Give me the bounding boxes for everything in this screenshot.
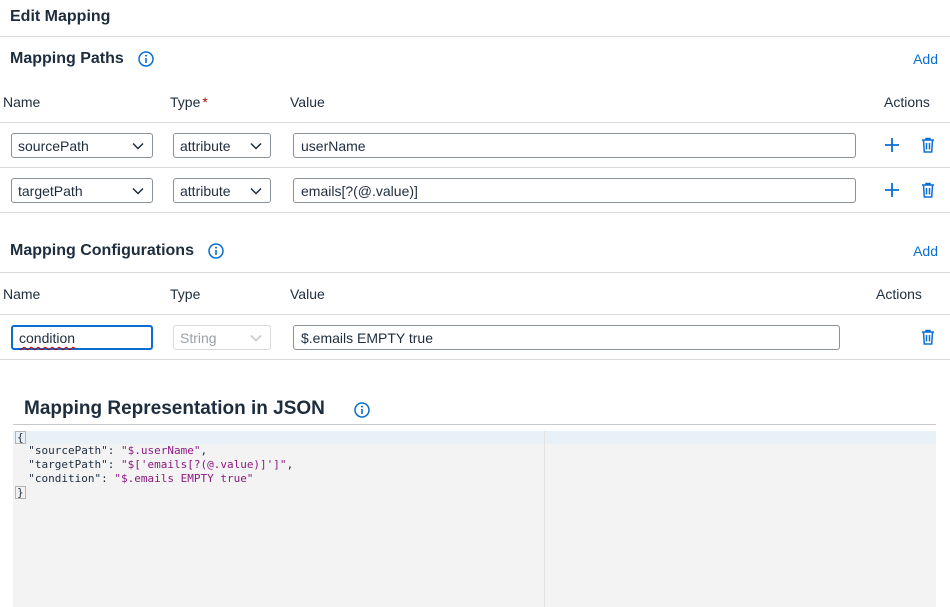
config-type-select: String — [173, 325, 271, 350]
json-value: "$['emails[?(@.value)]']" — [120, 458, 287, 471]
config-name-input[interactable]: condition — [11, 325, 153, 350]
dialog-header: Edit Mapping — [0, 0, 950, 37]
config-type-value: String — [180, 330, 217, 346]
json-value: "$.emails EMPTY true" — [114, 472, 254, 485]
trash-icon[interactable] — [919, 328, 937, 346]
config-value-input[interactable]: $.emails EMPTY true — [293, 325, 840, 350]
divider — [0, 272, 950, 273]
path-type-value: attribute — [180, 183, 231, 199]
col-header-value: Value — [290, 286, 325, 302]
print-margin — [544, 431, 545, 607]
json-sep: : — [101, 472, 115, 485]
chevron-down-icon — [250, 142, 262, 150]
json-sep: : — [107, 458, 121, 471]
trash-icon[interactable] — [919, 181, 937, 199]
json-key: "sourcePath" — [28, 444, 108, 457]
path-type-value: attribute — [180, 138, 231, 154]
path-name-select[interactable]: sourcePath — [11, 133, 153, 158]
trash-icon[interactable] — [919, 136, 937, 154]
divider — [0, 167, 950, 168]
json-sep: : — [107, 444, 121, 457]
config-value-text: $.emails EMPTY true — [301, 330, 434, 346]
json-key: "targetPath" — [28, 458, 108, 471]
code-line: { — [15, 431, 26, 445]
path-value-input[interactable]: emails[?(@.value)] — [293, 178, 856, 203]
path-name-select[interactable]: targetPath — [11, 178, 153, 203]
plus-icon[interactable] — [883, 136, 901, 154]
active-line-highlight — [13, 431, 936, 444]
col-header-actions: Actions — [884, 94, 930, 110]
info-icon[interactable] — [208, 243, 224, 259]
col-header-name: Name — [3, 94, 41, 110]
chevron-down-icon — [250, 334, 262, 342]
chevron-down-icon — [132, 142, 144, 150]
json-comma: , — [286, 458, 294, 471]
json-key: "condition" — [28, 472, 102, 485]
json-section-title: Mapping Representation in JSON — [24, 398, 325, 419]
required-marker: * — [202, 94, 208, 110]
mapping-configurations-title: Mapping Configurations — [10, 242, 194, 259]
open-brace: { — [15, 431, 26, 444]
path-name-value: sourcePath — [18, 138, 89, 154]
page-title: Edit Mapping — [10, 8, 111, 25]
path-name-value: targetPath — [18, 183, 83, 199]
col-header-type: Type* — [170, 94, 208, 110]
mapping-paths-add-button[interactable]: Add — [913, 51, 938, 67]
path-value-input[interactable]: userName — [293, 133, 856, 158]
json-value: "$.userName" — [120, 444, 201, 457]
col-header-name: Name — [3, 286, 41, 302]
path-type-select[interactable]: attribute — [173, 178, 271, 203]
mapping-paths-title: Mapping Paths — [10, 50, 124, 67]
col-header-type-label: Type — [170, 94, 201, 110]
json-code-editor[interactable]: { "sourcePath": "$.userName", "targetPat… — [13, 431, 936, 607]
plus-icon[interactable] — [883, 181, 901, 199]
divider — [13, 424, 936, 425]
divider — [0, 212, 950, 213]
path-value-text: emails[?(@.value)] — [301, 183, 418, 199]
info-icon[interactable] — [138, 51, 154, 67]
info-icon[interactable] — [354, 402, 370, 418]
divider — [0, 359, 950, 360]
code-line: "condition": "$.emails EMPTY true" — [15, 472, 253, 486]
code-line: "targetPath": "$['emails[?(@.value)]']", — [15, 458, 293, 472]
path-value-text: userName — [301, 138, 366, 154]
path-type-select[interactable]: attribute — [173, 133, 271, 158]
col-header-actions: Actions — [876, 286, 922, 302]
divider — [0, 314, 950, 315]
code-line: } — [15, 486, 26, 500]
mapping-paths-header: Mapping Paths Add — [0, 42, 950, 78]
mapping-configurations-header: Mapping Configurations Add — [0, 234, 950, 270]
col-header-value: Value — [290, 94, 325, 110]
divider — [0, 122, 950, 123]
chevron-down-icon — [132, 187, 144, 195]
config-name-text: condition — [19, 330, 76, 346]
close-brace: } — [15, 486, 26, 499]
mapping-configurations-add-button[interactable]: Add — [913, 243, 938, 259]
json-comma: , — [200, 444, 208, 457]
col-header-type: Type — [170, 286, 201, 302]
code-line: "sourcePath": "$.userName", — [15, 444, 207, 458]
chevron-down-icon — [250, 187, 262, 195]
